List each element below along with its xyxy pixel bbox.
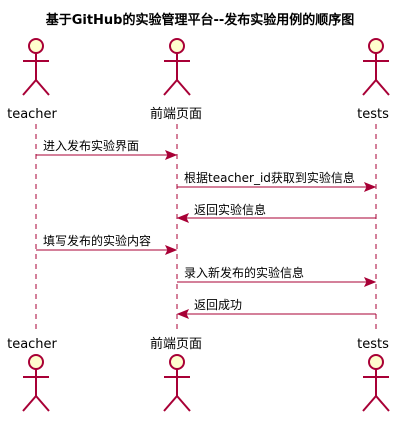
arrow-left-icon	[176, 309, 190, 319]
actor-teacher-bottom	[22, 354, 50, 412]
actor-label-frontend-bottom: 前端页面	[150, 336, 202, 352]
arrow-right-icon	[363, 277, 377, 287]
actor-label-frontend-top: 前端页面	[150, 106, 202, 122]
diagram-title: 基于GitHub的实验管理平台--发布实验用例的顺序图	[45, 12, 355, 28]
message-2: 根据teacher_id获取到实验信息	[177, 170, 377, 192]
message-6: 返回成功	[176, 298, 376, 319]
message-1: 进入发布实验界面	[36, 138, 178, 160]
actor-label-teacher-bottom: teacher	[7, 337, 57, 352]
arrow-right-icon	[363, 182, 377, 192]
actor-label-tests-bottom: tests	[357, 337, 389, 352]
actor-label-teacher-top: teacher	[7, 107, 57, 122]
actor-teacher-top	[22, 38, 50, 96]
actor-label-tests-top: tests	[357, 107, 389, 122]
arrow-right-icon	[164, 245, 178, 255]
message-label: 返回成功	[194, 298, 242, 312]
message-label: 根据teacher_id获取到实验信息	[184, 170, 355, 185]
actor-frontend-bottom	[163, 354, 191, 412]
message-label: 返回实验信息	[194, 202, 266, 217]
actor-tests-top	[362, 38, 390, 96]
message-label: 录入新发布的实验信息	[184, 265, 304, 280]
message-label: 填写发布的实验内容	[43, 233, 151, 248]
arrow-right-icon	[164, 150, 178, 160]
message-5: 录入新发布的实验信息	[177, 265, 377, 287]
message-4: 填写发布的实验内容	[36, 233, 178, 255]
actor-frontend-top	[163, 38, 191, 96]
actor-tests-bottom	[362, 354, 390, 412]
arrow-left-icon	[176, 213, 190, 223]
message-label: 进入发布实验界面	[43, 138, 139, 153]
message-3: 返回实验信息	[176, 202, 376, 223]
